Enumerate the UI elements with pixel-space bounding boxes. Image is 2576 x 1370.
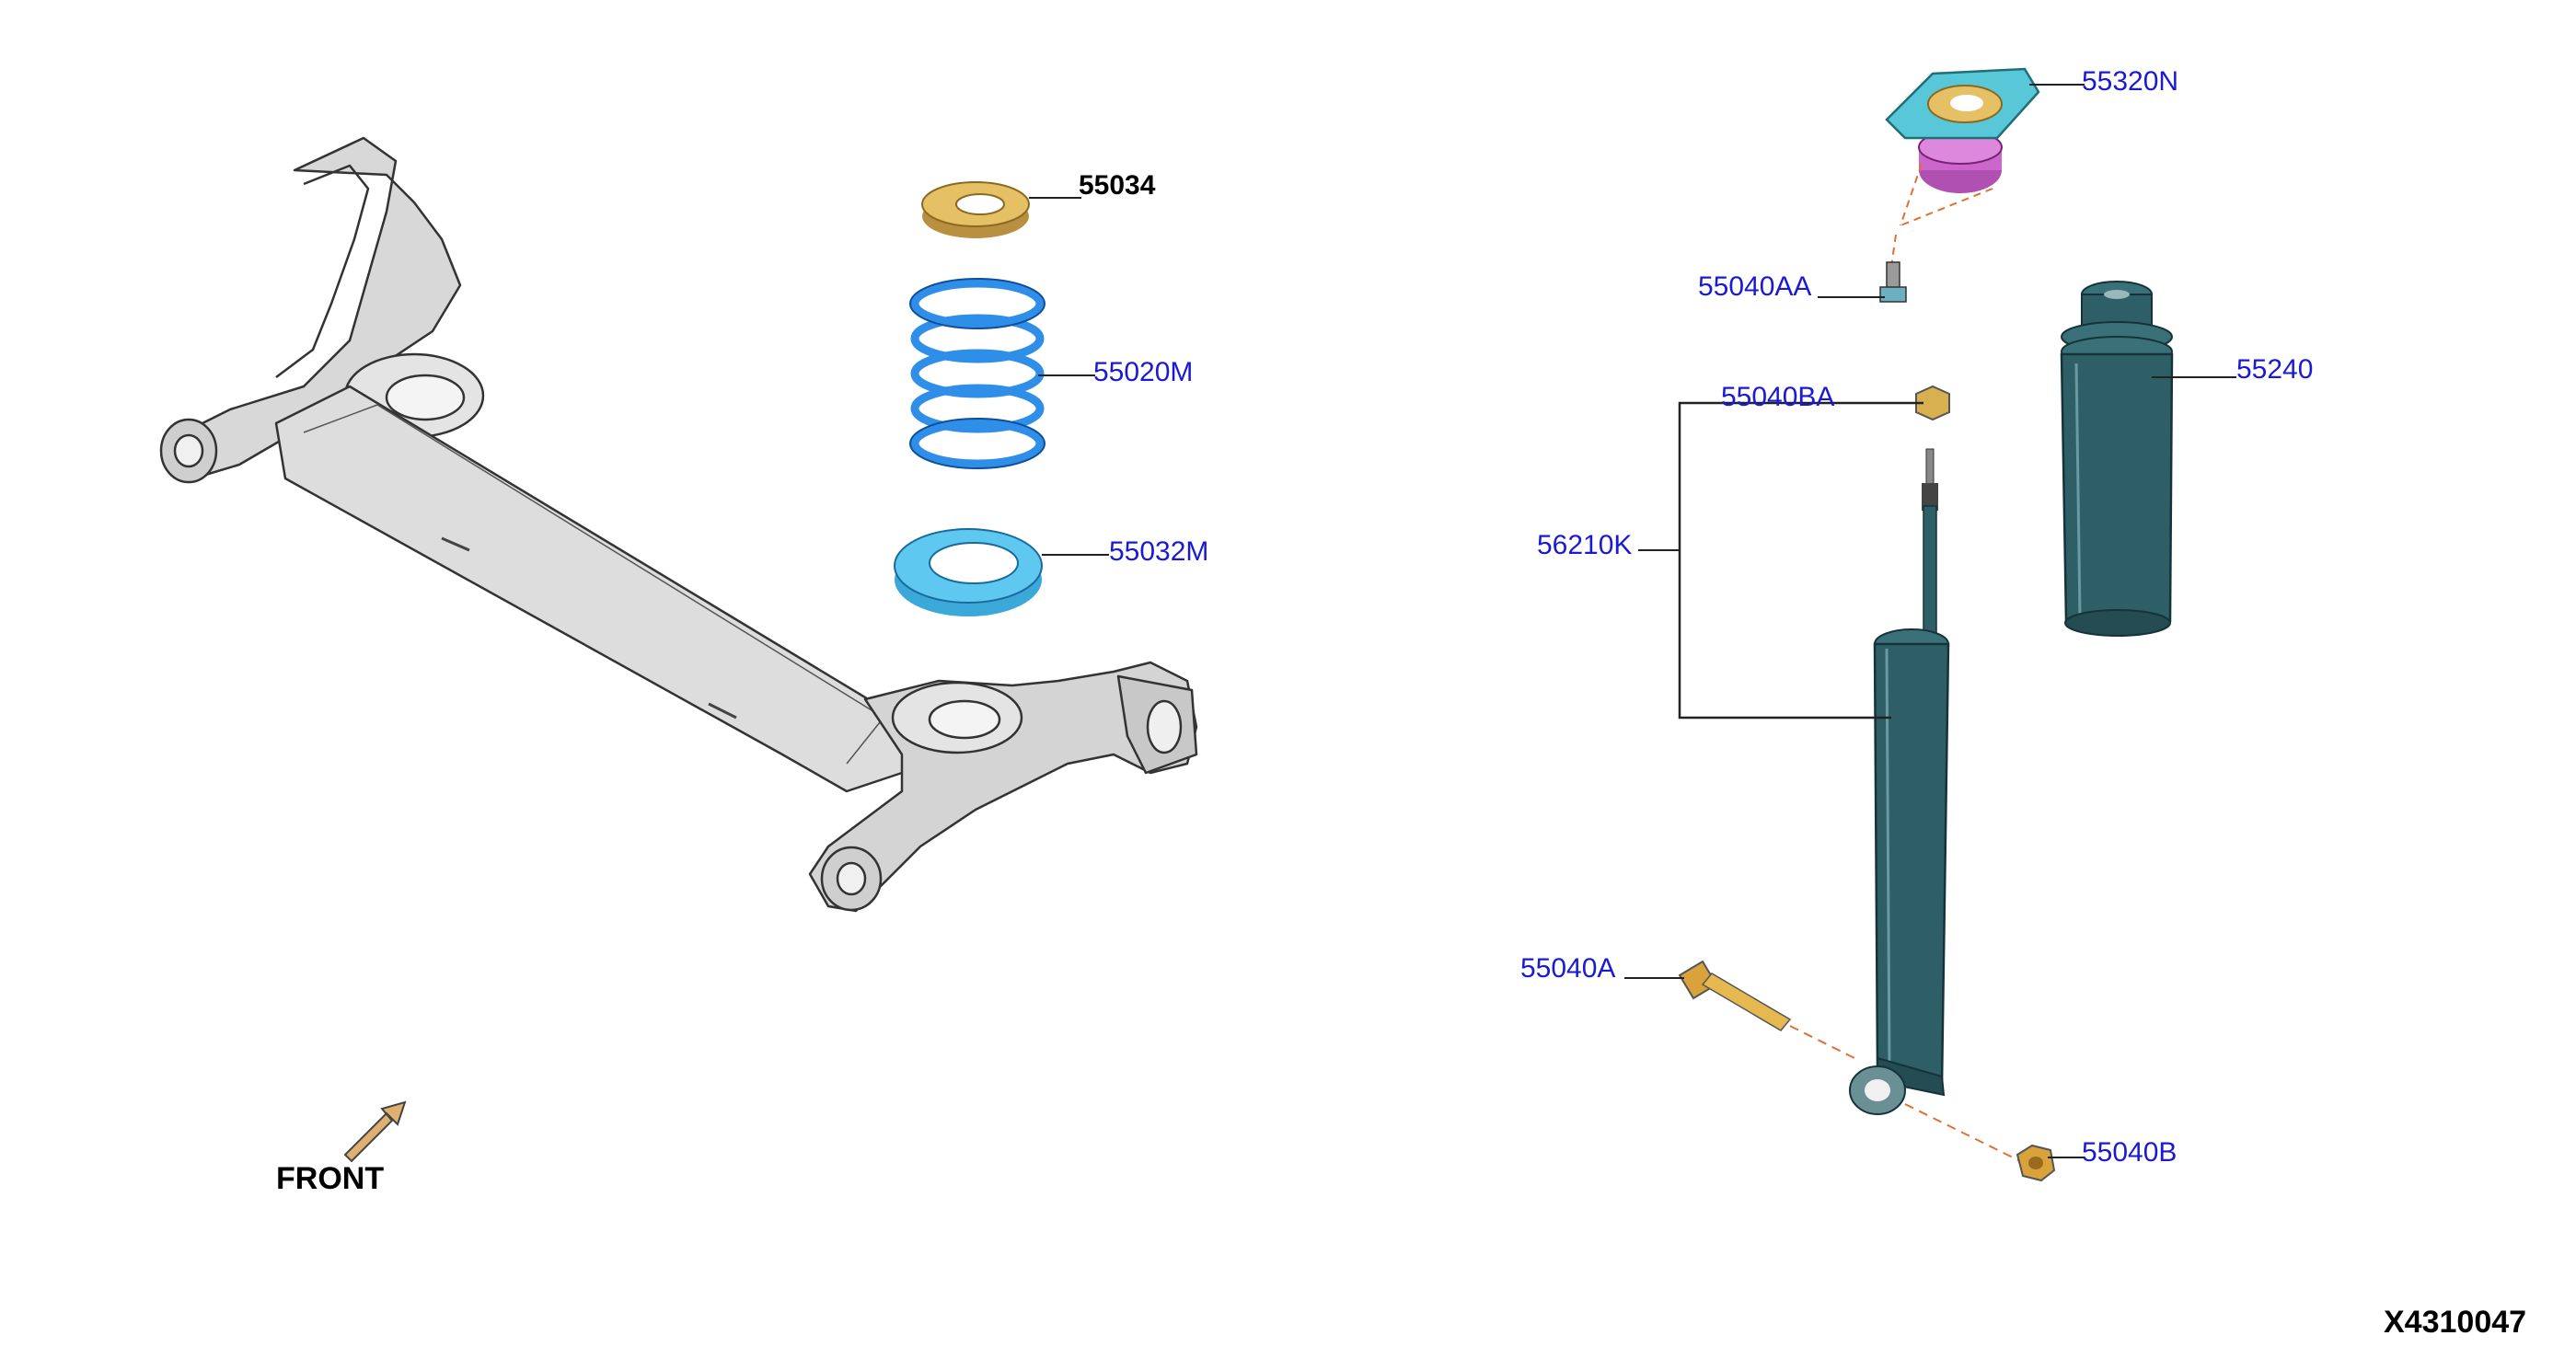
callout-55040B[interactable]: 55040B [2082, 1137, 2177, 1168]
callout-55040A[interactable]: 55040A [1520, 953, 1616, 984]
leader-lines [1029, 84, 2236, 1158]
upper-insulator-55034 [921, 181, 1030, 238]
callout-55034[interactable]: 55034 [1079, 170, 1156, 201]
nut-55040BA [1915, 385, 1950, 421]
front-direction-label: FRONT [276, 1161, 385, 1196]
shock-absorber-56210K [1849, 448, 1950, 1115]
callout-55020M[interactable]: 55020M [1093, 357, 1194, 387]
lower-seat-55032M [894, 528, 1043, 616]
drawing-id: X4310047 [2384, 1305, 2527, 1340]
callout-55240[interactable]: 55240 [2236, 354, 2314, 385]
bolt-55040A [1678, 960, 1792, 1031]
callout-55040AA[interactable]: 55040AA [1698, 271, 1812, 302]
strut-mount-55320N [1885, 67, 2040, 193]
front-arrow-icon [343, 1100, 407, 1163]
coil-spring-outline [909, 278, 1045, 469]
mount-guide-lines [1890, 163, 1993, 268]
rear-axle-beam [159, 136, 1198, 913]
callout-56210K[interactable]: 56210K [1537, 530, 1633, 560]
callout-55320N[interactable]: 55320N [2082, 66, 2179, 97]
bolt-55040AA [1879, 261, 1907, 303]
callout-55040BA[interactable]: 55040BA [1721, 382, 1835, 412]
callout-55032M[interactable]: 55032M [1109, 536, 1209, 567]
lower-guide-lines [1789, 1025, 2021, 1162]
coil-spring-55020M [910, 279, 1045, 468]
dust-boot-55240 [2060, 281, 2174, 637]
nut-55040B [2016, 1144, 2056, 1182]
bracket-56210K [1678, 401, 1923, 720]
